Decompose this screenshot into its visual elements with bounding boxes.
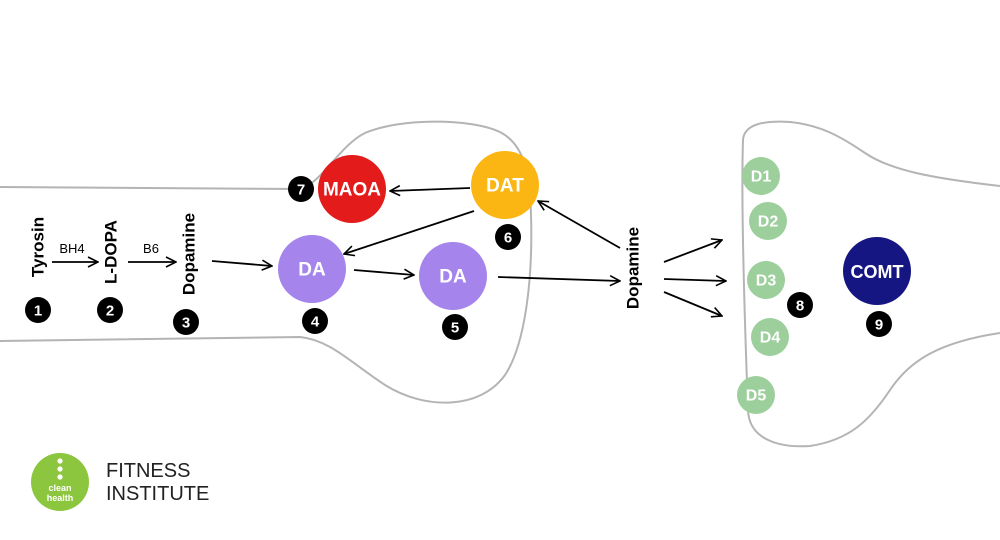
step-badge-1: 1: [25, 297, 51, 323]
arrow-da-to-da: [353, 270, 414, 275]
d1-label: D1: [751, 169, 772, 186]
svg-text:9: 9: [875, 317, 883, 334]
receptor-d5: D5: [737, 376, 775, 414]
da-label-2: DA: [439, 267, 467, 288]
receptor-d3: D3: [747, 261, 785, 299]
cofactor-bh4: BH4: [59, 241, 84, 256]
receptor-d4: D4: [751, 318, 789, 356]
arrow-to-receptors-upper: [663, 240, 722, 263]
arrow-da-to-dopamine: [497, 277, 620, 281]
logo-badge: [31, 453, 89, 511]
step-badge-4: 4: [302, 308, 328, 334]
dopamine-label-left: Dopamine: [180, 213, 199, 295]
arrow-to-receptors-middle: [663, 279, 726, 281]
dopamine-label-right: Dopamine: [624, 227, 643, 309]
arrow-dopamine-to-da: [211, 261, 272, 266]
d5-label: D5: [746, 388, 767, 405]
svg-text:4: 4: [311, 314, 320, 331]
arrow-to-receptors-lower: [663, 291, 722, 316]
svg-text:8: 8: [796, 298, 804, 315]
svg-text:3: 3: [182, 315, 190, 332]
comt-label: COMT: [851, 262, 904, 282]
d4-label: D4: [760, 330, 781, 347]
step-badge-7: 7: [288, 176, 314, 202]
svg-text:5: 5: [451, 320, 459, 337]
comt-node: COMT: [843, 237, 911, 305]
presynaptic-neuron-outline: [0, 120, 533, 404]
step-badge-6: 6: [495, 224, 521, 250]
dat-node: DAT: [471, 151, 539, 219]
da-node-1: DA: [278, 235, 346, 303]
logo-badge-text-1: clean: [48, 483, 71, 493]
step-badge-2: 2: [97, 297, 123, 323]
arrow-dopamine-to-dat: [538, 201, 621, 249]
arrow-dat-to-da: [344, 210, 475, 254]
d3-label: D3: [756, 273, 777, 290]
logo-text-institute: INSTITUTE: [106, 483, 209, 505]
dat-label: DAT: [486, 176, 524, 197]
ldopa-label: L-DOPA: [102, 220, 121, 284]
d2-label: D2: [758, 214, 779, 231]
maoa-node: MAOA: [318, 155, 386, 223]
step-badge-8: 8: [787, 292, 813, 318]
maoa-label: MAOA: [323, 180, 381, 201]
svg-text:1: 1: [34, 303, 42, 320]
logo-badge-text-2: health: [47, 493, 74, 503]
tyrosin-label: Tyrosin: [29, 217, 48, 277]
step-badge-5: 5: [442, 314, 468, 340]
da-node-2: DA: [419, 242, 487, 310]
svg-text:2: 2: [106, 303, 114, 320]
cofactor-b6: B6: [143, 241, 159, 256]
receptor-d1: D1: [742, 157, 780, 195]
step-badge-3: 3: [173, 309, 199, 335]
arrow-dat-to-maoa: [390, 188, 471, 191]
pathway-arrows: [52, 188, 726, 316]
clean-health-logo: clean health FITNESS INSTITUTE: [31, 453, 209, 511]
receptor-d2: D2: [749, 202, 787, 240]
svg-text:7: 7: [297, 182, 305, 199]
postsynaptic-neuron-outline: [741, 120, 1000, 448]
svg-text:6: 6: [504, 230, 512, 247]
da-label-1: DA: [298, 260, 326, 281]
logo-text-fitness: FITNESS: [106, 460, 190, 482]
step-badge-9: 9: [866, 311, 892, 337]
